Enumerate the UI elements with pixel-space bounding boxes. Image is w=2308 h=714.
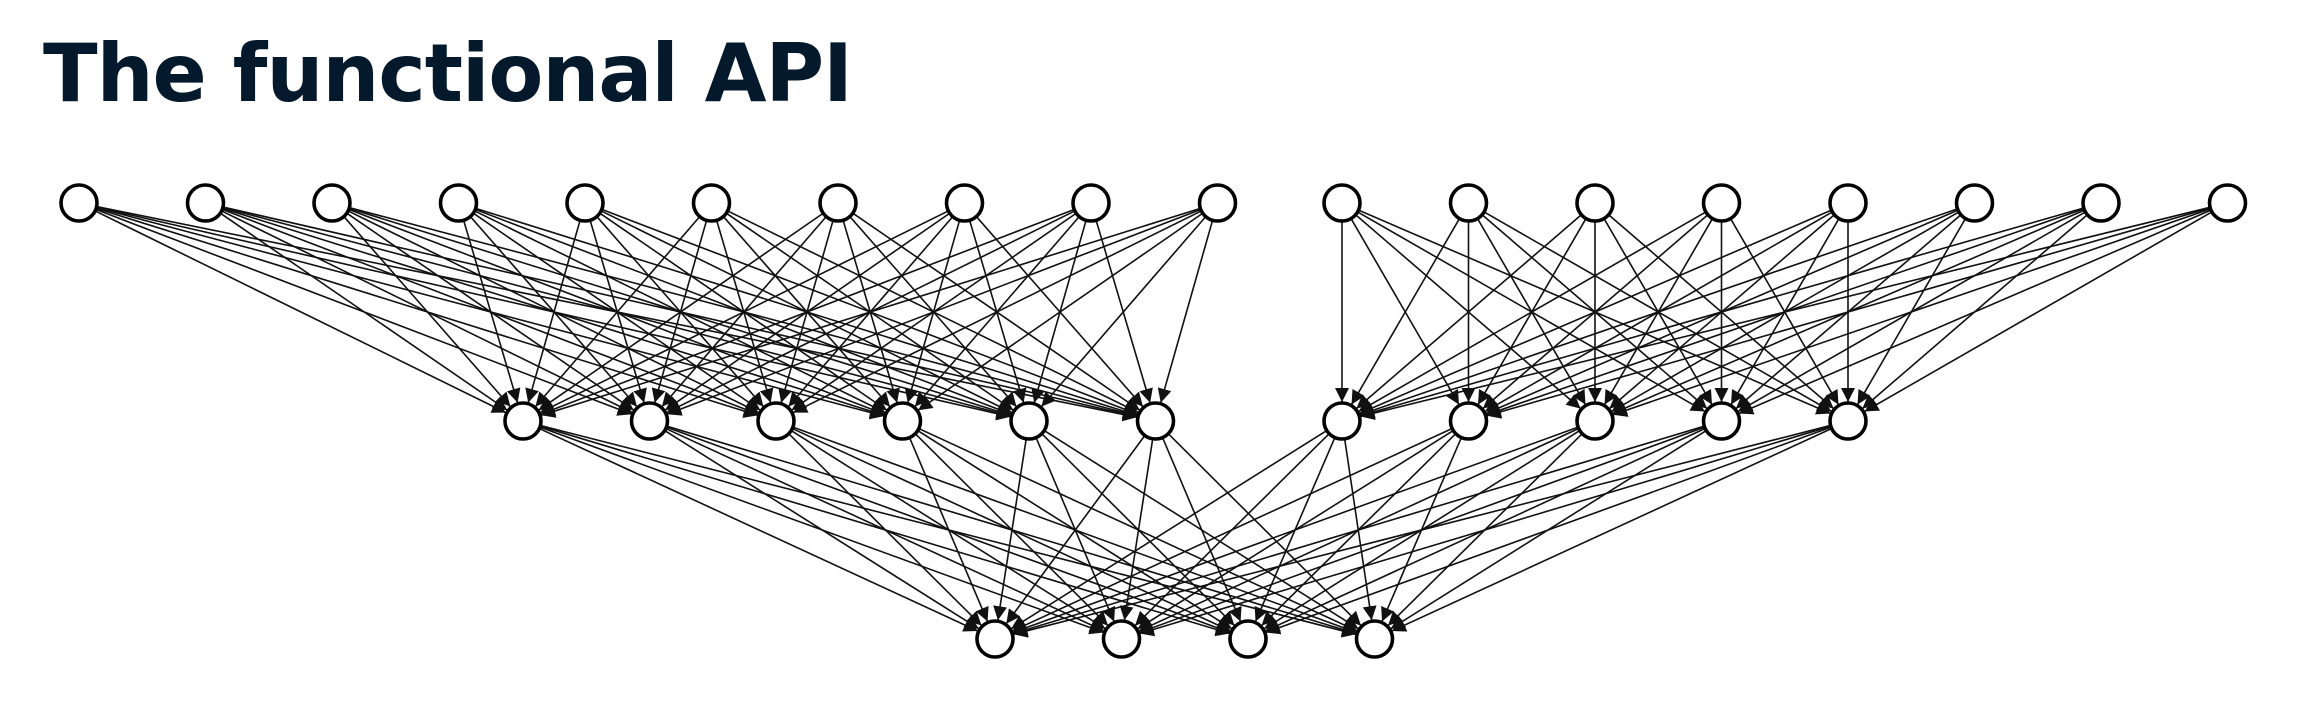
edge-input-b-to-hidden-b xyxy=(1738,209,2212,415)
edge-hidden-to-output xyxy=(1012,425,1705,637)
output-node xyxy=(975,619,1015,659)
edge-input-b-to-hidden-b xyxy=(1864,211,2213,413)
edge-input-b-to-hidden-b xyxy=(1355,214,1582,410)
input-node-a xyxy=(691,183,732,223)
hidden-node-b xyxy=(1828,401,1868,441)
hidden-node-b xyxy=(1701,401,1742,441)
edge-input-a-to-hidden-a xyxy=(540,208,1075,416)
input-node-a xyxy=(312,183,352,223)
output-node xyxy=(1101,619,1142,659)
edge-hidden-to-output xyxy=(1005,435,1146,625)
edge-hidden-to-output xyxy=(1011,427,1453,632)
edge-input-a-to-hidden-a xyxy=(219,212,508,411)
hidden-node-a xyxy=(882,401,923,441)
hidden-node-a xyxy=(756,401,796,441)
page-title: The functional API xyxy=(43,27,853,120)
edge-hidden-to-output xyxy=(1391,427,1832,632)
edge-hidden-to-output xyxy=(1013,424,1831,638)
edge-input-a-to-hidden-a xyxy=(1040,216,1207,408)
edge-input-a-to-hidden-a xyxy=(917,212,1204,411)
hidden-node-b xyxy=(1575,401,1615,441)
edge-hidden-to-output xyxy=(1167,433,1362,627)
hidden-node-a xyxy=(503,401,543,441)
input-node-b xyxy=(1701,183,1742,223)
edge-input-b-to-hidden-b xyxy=(1360,207,2084,419)
edge-input-a-to-hidden-a xyxy=(538,212,824,411)
input-node-b xyxy=(1322,183,1362,223)
edge-hidden-to-output xyxy=(1139,425,1831,637)
edge-input-a-to-hidden-a xyxy=(1157,220,1214,403)
edge-hidden-to-output xyxy=(1010,429,1328,630)
edge-input-a-to-hidden-a xyxy=(343,216,512,408)
edge-hidden-to-output xyxy=(1012,426,1579,635)
edge-input-b-to-hidden-b xyxy=(1612,208,2211,417)
input-node-b xyxy=(2207,183,2248,223)
hidden-node-a xyxy=(629,401,670,441)
input-node-a xyxy=(185,183,226,223)
edge-input-a-to-hidden-a xyxy=(534,216,701,408)
edge-input-a-to-hidden-a xyxy=(94,210,507,414)
edge-input-b-to-hidden-b xyxy=(1359,209,1832,415)
input-node-b xyxy=(1828,183,1868,223)
edges-group xyxy=(94,205,2213,638)
edge-hidden-to-output xyxy=(539,427,979,632)
edge-input-a-to-hidden-a xyxy=(666,208,1201,416)
edge-hidden-to-output xyxy=(788,433,983,627)
input-node-a xyxy=(438,183,479,223)
output-node xyxy=(1228,619,1268,659)
input-node-b xyxy=(2081,183,2121,223)
edge-input-a-to-hidden-a xyxy=(525,220,581,403)
edge-hidden-to-output xyxy=(993,438,1028,621)
input-node-a xyxy=(818,183,858,223)
edge-input-a-to-hidden-a xyxy=(792,210,1202,414)
edge-input-b-to-hidden-b xyxy=(1358,211,1707,413)
input-node-a xyxy=(59,183,99,223)
input-node-b xyxy=(1954,183,1995,223)
edge-input-a-to-hidden-a xyxy=(462,220,521,404)
hidden-node-a xyxy=(1135,401,1176,441)
edge-input-a-to-hidden-a xyxy=(539,210,949,414)
output-node xyxy=(1354,619,1395,659)
hidden-node-b xyxy=(1448,401,1489,441)
nodes-group xyxy=(59,183,2248,659)
edge-input-b-to-hidden-b xyxy=(1359,208,1958,417)
input-node-a xyxy=(944,183,985,223)
edge-hidden-to-output xyxy=(1265,426,1832,635)
input-node-a xyxy=(1071,183,1111,223)
edge-input-b-to-hidden-b xyxy=(1486,207,2211,419)
input-node-a xyxy=(1197,183,1238,223)
edge-hidden-to-output xyxy=(664,429,980,630)
input-node-b xyxy=(1575,183,1615,223)
input-node-b xyxy=(1448,183,1489,223)
edge-input-b-to-hidden-b xyxy=(1350,218,1461,405)
edge-hidden-to-output xyxy=(908,437,989,622)
hidden-node-b xyxy=(1322,401,1362,441)
edge-input-a-to-hidden-a xyxy=(540,207,1201,418)
hidden-node-a xyxy=(1009,401,1049,441)
input-node-a xyxy=(565,183,605,223)
edge-input-b-to-hidden-b xyxy=(1360,206,2211,420)
